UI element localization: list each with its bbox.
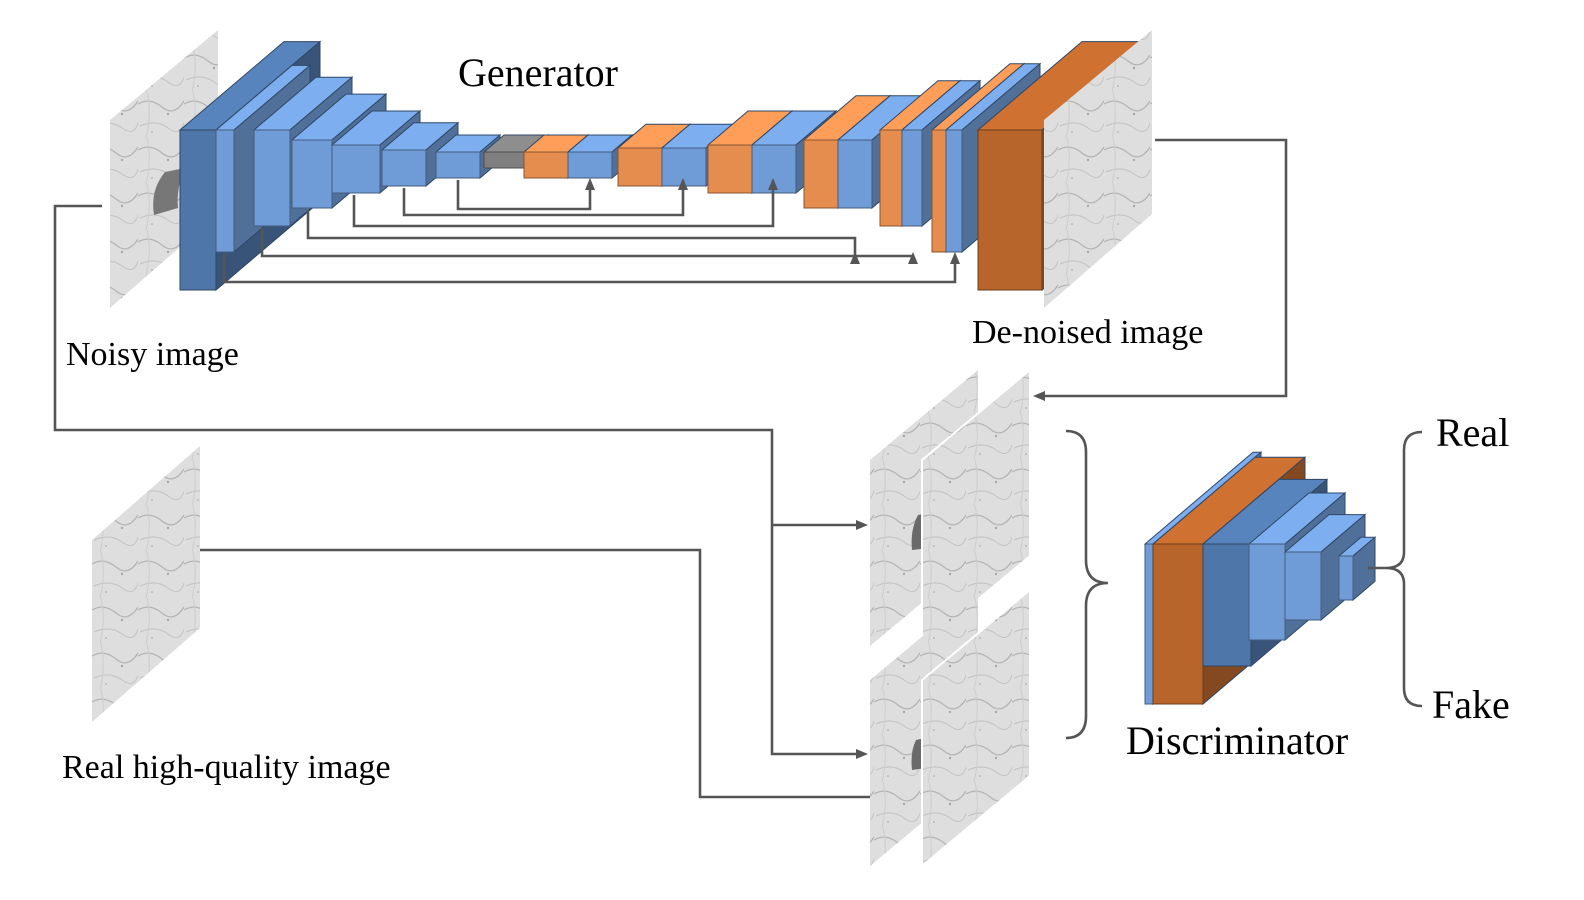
decoder-skip-5-front [901, 129, 923, 227]
encoder-layer-7-front [435, 151, 481, 179]
decoder-layer-2-front [617, 147, 663, 187]
skip-connection-3 [352, 190, 775, 228]
disc-layer-5 [1337, 536, 1377, 602]
skip-arrowhead-2 [678, 178, 688, 190]
disc-layer-1-front [1152, 543, 1204, 705]
generator-layer-blocks [178, 40, 1148, 292]
denoised-image-output-slide [1044, 30, 1152, 308]
discriminator-label: Discriminator [1126, 718, 1348, 763]
disc-layer-5-front [1338, 555, 1354, 601]
output-layer-front [977, 129, 1043, 291]
encoder-layer-4-front [291, 139, 333, 209]
skip-connection-6 [222, 254, 957, 284]
decoder-skip-6-front [945, 129, 963, 253]
decoder-layer-6-front [931, 129, 947, 253]
skip-arrowhead-5 [908, 252, 918, 264]
generator-network [110, 30, 1152, 308]
skip-connections [222, 178, 960, 284]
fake-output-label: Fake [1432, 682, 1510, 727]
encoder-layer-1-front [179, 129, 217, 291]
skip-arrowhead-4 [850, 252, 860, 264]
real-hq-image-label: Real high-quality image [62, 749, 391, 786]
noisy-image-label: Noisy image [66, 336, 239, 373]
encoder-layer-3-front [253, 129, 291, 227]
disc-layer-3-front [1248, 543, 1286, 641]
skip-connection-4 [306, 210, 857, 262]
encoder-layer-2-front [215, 129, 235, 253]
decoder-skip-3-front [751, 144, 797, 194]
decoder-skip-2-front [661, 147, 707, 187]
encoder-layer-6-front [381, 149, 427, 187]
data-flow-connectors [53, 138, 1288, 802]
skip-arrowhead-1 [585, 178, 595, 190]
skip-connection-1 [456, 180, 592, 211]
encoder-layer-5-front [331, 144, 381, 194]
decoder-layer-5-front [879, 129, 903, 227]
denoised-image-label: De-noised image [972, 314, 1203, 351]
bottleneck-layer-front [483, 151, 529, 169]
skip-arrowhead-3 [768, 178, 778, 190]
real-pair-images [870, 587, 1031, 869]
decoder-layer-3-front [707, 144, 753, 194]
decoder-layer-1-front [523, 151, 569, 179]
real-output-label: Real [1436, 410, 1509, 455]
decoder-skip-4-front [837, 139, 873, 209]
disc-input-layer-front [1144, 543, 1154, 705]
disc-layer-2-front [1202, 543, 1252, 667]
skip-arrowhead-6 [950, 252, 960, 264]
fake-pair-images [870, 367, 1031, 649]
decoder-skip-1-front [567, 151, 613, 179]
discriminator-layer-blocks [1143, 451, 1377, 706]
input-brace [1065, 429, 1109, 740]
noisy-image-input-slide [110, 30, 218, 308]
real-hq-image-slide [92, 446, 200, 722]
decoder-layer-4-front [803, 139, 839, 209]
generator-label: Generator [458, 50, 618, 95]
skip-connection-5 [260, 228, 915, 262]
skip-connection-2 [402, 188, 685, 217]
disc-layer-4-front [1284, 551, 1322, 621]
output-brace [1368, 430, 1423, 708]
